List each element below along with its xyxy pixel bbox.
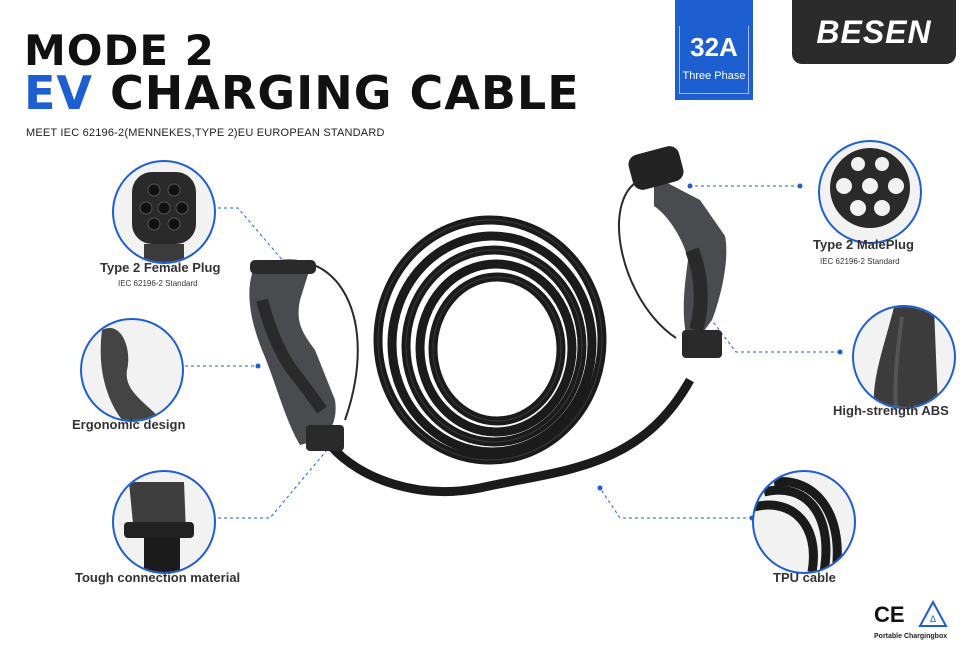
female-socket-icon — [132, 172, 196, 262]
current-value: 32A — [690, 32, 738, 62]
title-accent: EV — [24, 66, 94, 120]
male-plug — [618, 146, 727, 358]
svg-text:Δ: Δ — [930, 614, 936, 624]
title-rest: CHARGING CABLE — [110, 66, 580, 120]
current-badge: 32A Three Phase — [675, 0, 753, 100]
cable-tail — [326, 377, 694, 496]
abs-shell-icon — [873, 307, 938, 407]
connection-joint-icon — [124, 482, 194, 572]
male-plug-detail-circle — [818, 140, 922, 244]
male-plug-label: Type 2 MalePlug — [813, 237, 914, 252]
ergonomic-label: Ergonomic design — [72, 417, 186, 432]
male-plug-standard: IEC 62196-2 Standard — [820, 257, 900, 266]
connection-label: Tough connection material — [75, 570, 241, 585]
standard-subtitle: MEET IEC 62196-2(MENNEKES,TYPE 2)EU EURO… — [26, 127, 385, 139]
female-plug-standard: IEC 62196-2 Standard — [118, 279, 198, 288]
tpu-detail-circle — [752, 470, 856, 574]
tuv-certification-icon: Δ — [918, 600, 948, 627]
male-socket-icon — [830, 148, 910, 228]
female-plug-detail-circle — [112, 160, 216, 264]
abs-detail-circle — [852, 305, 956, 409]
ergonomic-detail-circle — [80, 318, 184, 422]
tpu-cable-icon — [754, 477, 842, 572]
female-plug-label: Type 2 Female Plug — [100, 260, 221, 275]
title-line-1: MODE 2 — [24, 26, 215, 75]
title-line-2: EV CHARGING CABLE — [24, 70, 580, 116]
phase-value: Three Phase — [682, 70, 746, 82]
female-plug — [249, 259, 359, 451]
certification-caption: Portable Chargingbox — [874, 633, 948, 640]
ce-mark: CE — [874, 602, 905, 627]
cable-coil — [373, 215, 607, 465]
connection-detail-circle — [112, 470, 216, 574]
tpu-label: TPU cable — [773, 570, 836, 585]
cable-highlights — [377, 219, 603, 461]
abs-label: High-strength ABS — [833, 403, 949, 418]
handle-grip-icon — [100, 328, 162, 420]
brand-logo: BESEN — [792, 0, 956, 64]
